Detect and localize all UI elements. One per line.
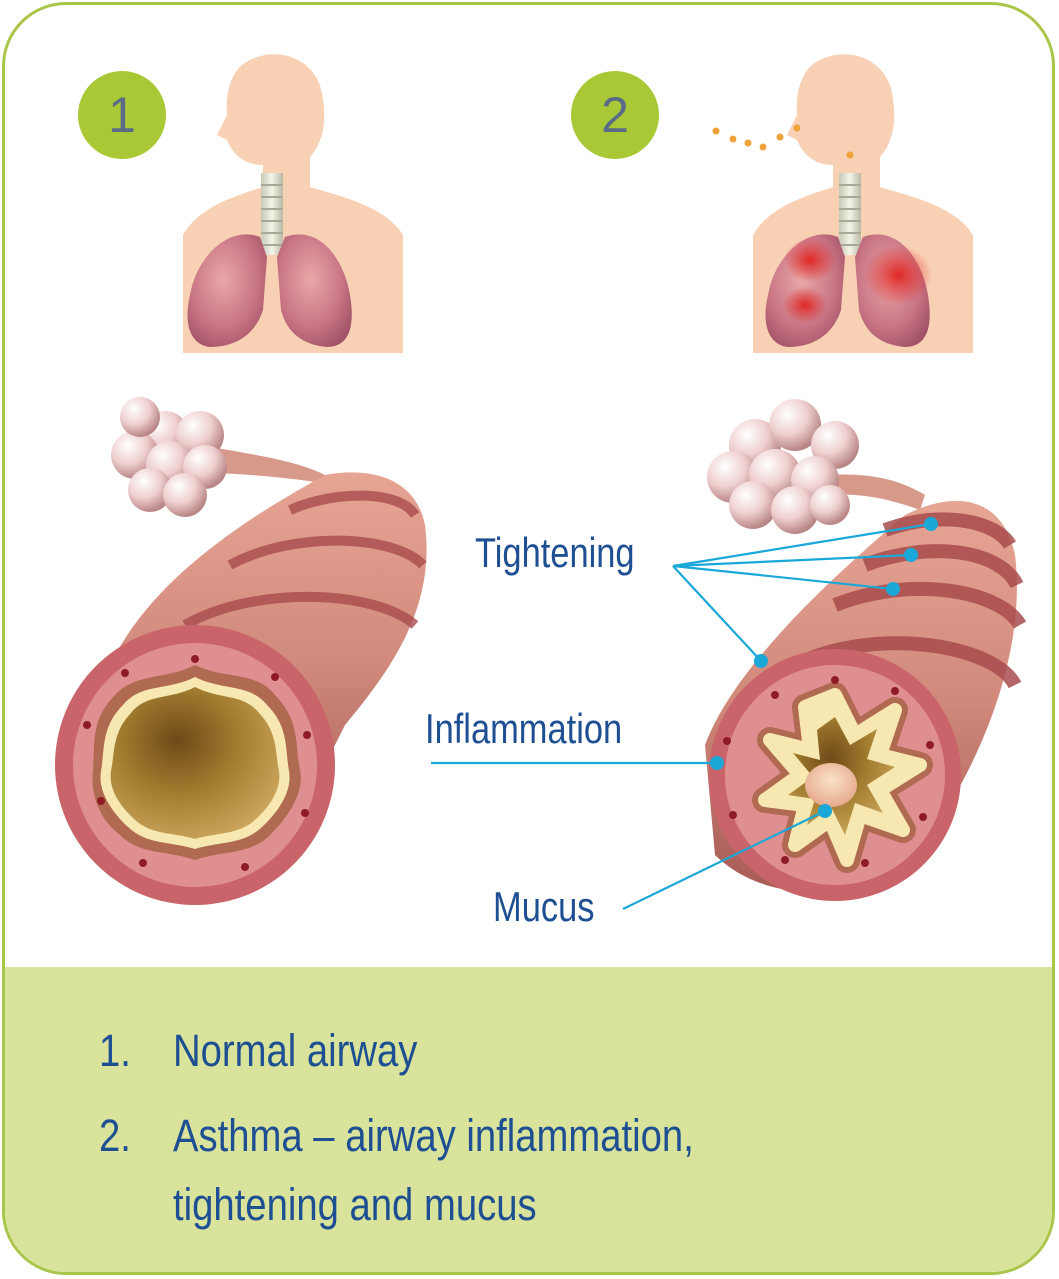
- mucus-blob: [805, 763, 857, 807]
- torso-normal: [183, 54, 403, 353]
- airway-normal-lumen: [111, 687, 280, 839]
- airway-normal: [55, 397, 427, 905]
- tightening-marker-2: [904, 548, 918, 562]
- alveoli-normal: [111, 397, 227, 517]
- tightening-marker-4: [754, 654, 768, 668]
- caption-item-1-text: Normal airway: [173, 1025, 417, 1077]
- tightening-marker-3: [886, 582, 900, 596]
- inflamed-spot-left: [784, 238, 836, 282]
- leader-tightening-4: [673, 566, 761, 661]
- inflammation-marker: [710, 756, 724, 770]
- inflamed-spot-right: [864, 245, 932, 305]
- panel-1-number: 1: [78, 71, 166, 159]
- label-tightening: Tightening: [475, 529, 635, 577]
- alveoli-asthma: [707, 399, 859, 534]
- panel-2-number: 2: [571, 71, 659, 159]
- inflamed-spot-left-lower: [783, 287, 827, 323]
- tightening-marker-1: [924, 517, 938, 531]
- caption-item-1-number: 1.: [99, 1025, 131, 1077]
- caption-panel: 1. Normal airway 2. Asthma – airway infl…: [5, 967, 1055, 1275]
- caption-item-2-text-line-2: tightening and mucus: [173, 1179, 537, 1231]
- label-inflammation: Inflammation: [425, 705, 622, 753]
- caption-item-2-text-line-1: Asthma – airway inflammation,: [173, 1110, 694, 1162]
- mucus-marker: [818, 804, 832, 818]
- label-mucus: Mucus: [493, 883, 594, 931]
- caption-item-2-number: 2.: [99, 1110, 131, 1162]
- torso-asthma: [713, 54, 974, 353]
